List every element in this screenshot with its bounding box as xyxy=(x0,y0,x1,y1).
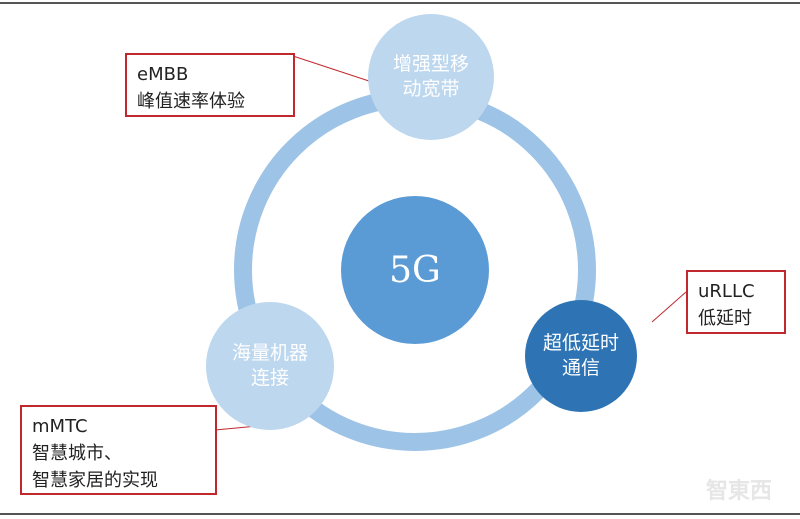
mmtc-node-label: 海量机器连接 xyxy=(231,342,308,389)
urllc-connector xyxy=(651,291,687,323)
mmtc-node: 海量机器连接 xyxy=(206,302,334,430)
embb-title: eMBB xyxy=(137,64,189,85)
mmtc-desc-line1: 智慧城市、 xyxy=(32,443,122,464)
mmtc-title: mMTC xyxy=(32,416,88,437)
urllc-node-label: 超低延时通信 xyxy=(542,332,619,379)
embb-node-label: 增强型移动宽带 xyxy=(392,53,469,100)
embb-node: 增强型移动宽带 xyxy=(368,14,494,140)
embb-callout: eMBB 峰值速率体验 xyxy=(125,53,295,117)
center-5g-node: 5G xyxy=(341,196,489,344)
mmtc-callout: mMTC 智慧城市、 智慧家居的实现 xyxy=(20,405,217,495)
urllc-title: uRLLC xyxy=(698,281,755,302)
embb-desc: 峰值速率体验 xyxy=(137,91,245,112)
watermark-logo: 智東西 xyxy=(705,479,772,504)
embb-connector xyxy=(292,55,373,83)
mmtc-desc-line2: 智慧家居的实现 xyxy=(32,470,158,491)
urllc-callout: uRLLC 低延时 xyxy=(686,270,786,334)
urllc-desc: 低延时 xyxy=(698,308,752,329)
center-label: 5G xyxy=(389,249,441,291)
urllc-node: 超低延时通信 xyxy=(525,300,637,412)
